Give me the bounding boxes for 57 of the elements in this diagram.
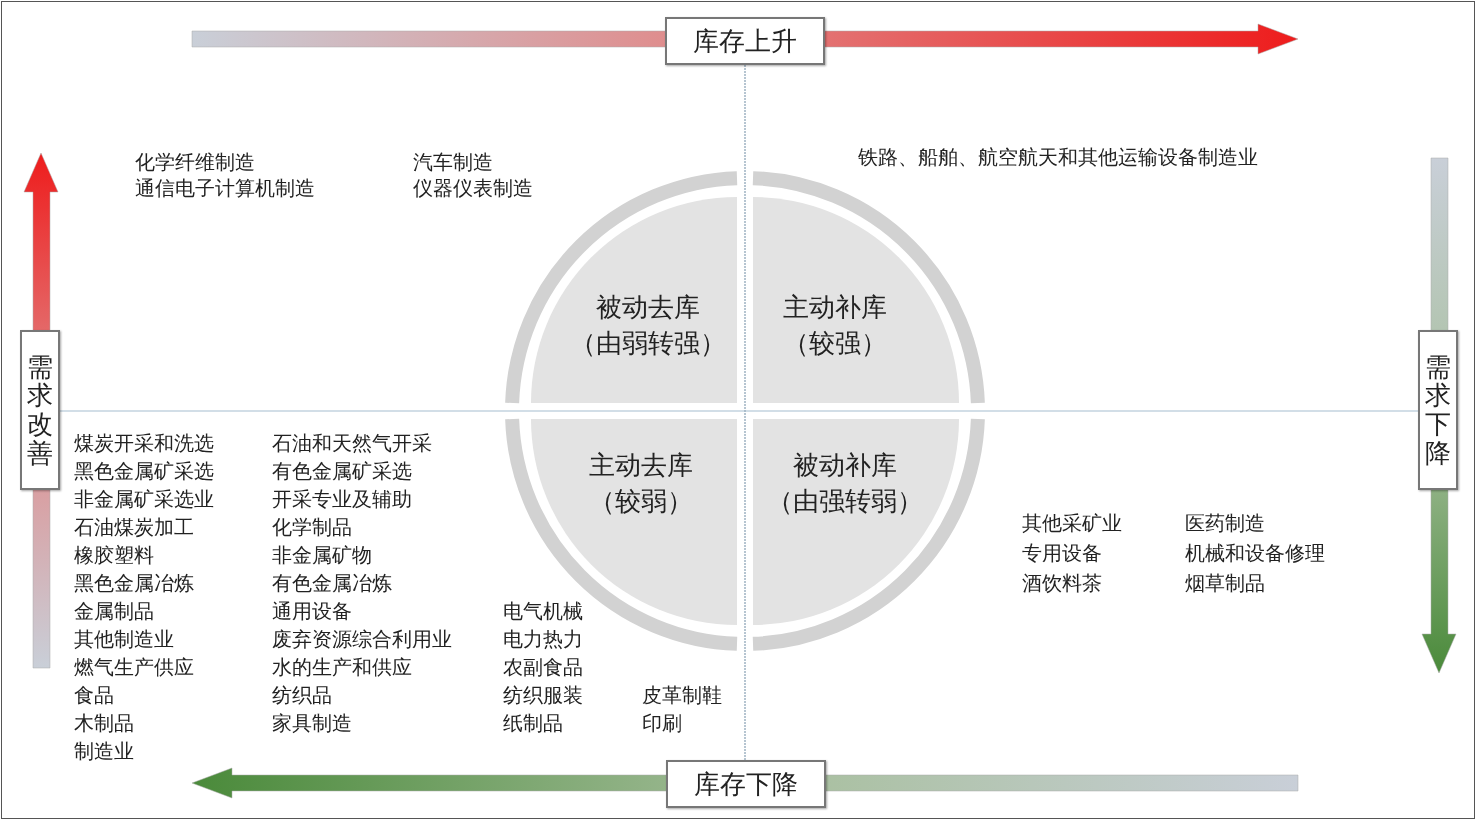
industry-label: 黑色金属矿采选 — [74, 459, 214, 484]
industry-label: 电力热力 — [503, 627, 583, 652]
industry-label: 汽车制造 — [413, 150, 493, 175]
industry-label: 黑色金属冶炼 — [74, 571, 194, 596]
industry-label: 其他采矿业 — [1022, 511, 1122, 536]
industry-label: 石油煤炭加工 — [74, 515, 194, 540]
industry-label: 橡胶塑料 — [74, 543, 154, 568]
quadrant-label: 主动补库 — [783, 291, 887, 324]
axis-label: 库存上升 — [693, 28, 797, 54]
industry-label: 通信电子计算机制造 — [135, 176, 315, 201]
industry-label: 皮革制鞋 — [642, 683, 722, 708]
quadrant-label: （由弱转强） — [570, 327, 726, 360]
industry-label: 化学纤维制造 — [135, 150, 255, 175]
axis-label-box — [20, 330, 60, 490]
axis-label-box — [666, 760, 826, 808]
industry-label: 家具制造 — [272, 711, 352, 736]
axis-label-box — [665, 17, 825, 65]
industry-label: 机械和设备修理 — [1185, 541, 1325, 566]
industry-label: 木制品 — [74, 711, 134, 736]
industry-label: 煤炭开采和洗选 — [74, 431, 214, 456]
industry-label: 有色金属冶炼 — [272, 571, 392, 596]
quadrant-label: （较弱） — [589, 485, 693, 518]
quadrant-label: （由强转弱） — [767, 485, 923, 518]
industry-label: 通用设备 — [272, 599, 352, 624]
axis-label: 需求下降 — [1425, 352, 1451, 468]
industry-label: 非金属矿采选业 — [74, 487, 214, 512]
industry-label: 电气机械 — [503, 599, 583, 624]
industry-label: 废弃资源综合利用业 — [272, 627, 452, 652]
industry-label: 开采专业及辅助 — [272, 487, 412, 512]
industry-label: 印刷 — [642, 711, 682, 736]
industry-label: 石油和天然气开采 — [272, 431, 432, 456]
industry-label: 化学制品 — [272, 515, 352, 540]
industry-label: 食品 — [74, 683, 114, 708]
industry-label: 纸制品 — [503, 711, 563, 736]
industry-label: 有色金属矿采选 — [272, 459, 412, 484]
industry-label: 烟草制品 — [1185, 571, 1265, 596]
industry-label: 水的生产和供应 — [272, 655, 412, 680]
industry-label: 医药制造 — [1185, 511, 1265, 536]
axis-label-box — [1418, 330, 1458, 490]
industry-label: 纺织服装 — [503, 683, 583, 708]
axis-label: 库存下降 — [694, 771, 798, 797]
industry-label: 其他制造业 — [74, 627, 174, 652]
quadrant-label: 被动去库 — [596, 291, 700, 324]
axis-label: 需求改善 — [27, 352, 53, 468]
industry-label: 农副食品 — [503, 655, 583, 680]
quadrant-label: 主动去库 — [589, 449, 693, 482]
industry-label: 酒饮料茶 — [1022, 571, 1102, 596]
industry-label: 专用设备 — [1022, 541, 1102, 566]
industry-label: 燃气生产供应 — [74, 655, 194, 680]
quadrant-label: （较强） — [783, 327, 887, 360]
industry-label: 非金属矿物 — [272, 543, 372, 568]
industry-label: 金属制品 — [74, 599, 154, 624]
quadrant-label: 被动补库 — [793, 449, 897, 482]
industry-label: 仪器仪表制造 — [413, 176, 533, 201]
industry-label: 铁路、船舶、航空航天和其他运输设备制造业 — [858, 145, 1258, 170]
industry-label: 制造业 — [74, 739, 134, 764]
industry-label: 纺织品 — [272, 683, 332, 708]
